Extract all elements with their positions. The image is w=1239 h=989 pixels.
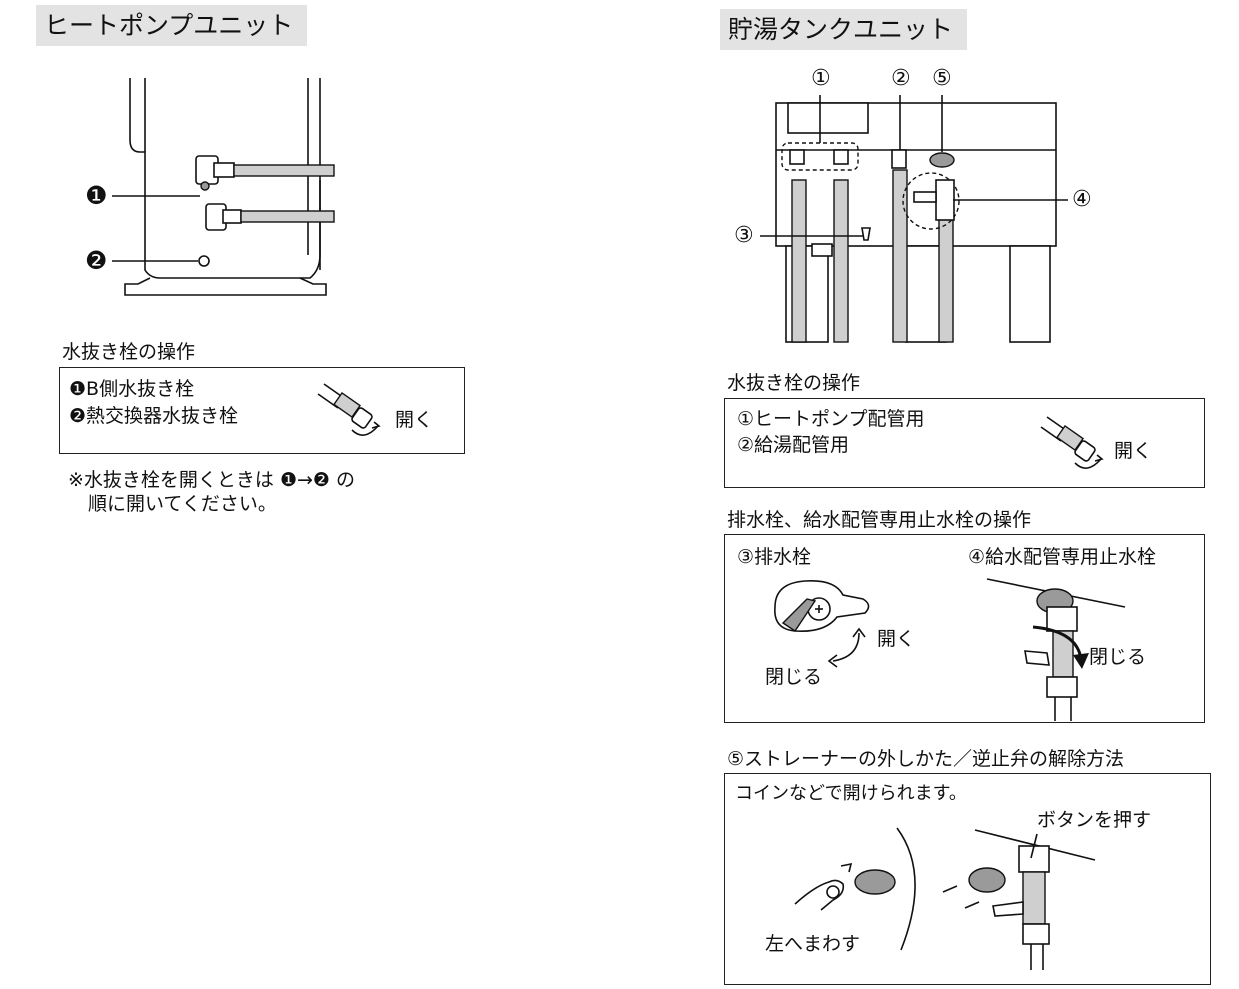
tank-label-2: ② (891, 66, 911, 91)
drain-item-hot-water-pipe: ②給湯配管用 (737, 434, 850, 456)
tank-label-4: ④ (1072, 187, 1092, 212)
stop-valve-illustration (986, 578, 1126, 721)
right-drain-heading: 水抜き栓の操作 (727, 372, 861, 394)
drain-cock-illustration (774, 579, 870, 668)
right-open-label: 開く (1114, 440, 1153, 462)
heat-pump-illustration (112, 78, 335, 296)
drain-valve-open-icon-2 (1040, 416, 1104, 469)
storage-tank-illustration (760, 95, 1068, 343)
left-drain-box: ❶B側水抜き栓 ❷熱交換器水抜き栓 開く (59, 367, 465, 454)
strainer-box: コインなどで開けられます。 ボタンを押す 左へまわす (724, 773, 1211, 985)
tank-label-1: ① (811, 66, 831, 91)
strainer-heading: ⑤ストレーナーの外しかた／逆止弁の解除方法 (727, 748, 1125, 770)
tank-label-3: ③ (734, 223, 754, 248)
stop-valve-close-label: 閉じる (1089, 646, 1147, 668)
drain-valve-open-icon (317, 383, 381, 436)
marker-2: ❷ (85, 246, 108, 275)
coin-note: コインなどで開けられます。 (735, 783, 967, 804)
right-drain-box: ①ヒートポンプ配管用 ②給湯配管用 開く (724, 398, 1205, 488)
marker-1: ❶ (85, 181, 108, 210)
tank-label-5: ⑤ (932, 66, 952, 91)
drain-order-note-line1: ※水抜き栓を開くときは ❶→❷ の (68, 469, 355, 491)
press-button-label: ボタンを押す (1037, 809, 1152, 831)
valve-box: ③排水栓 ④給水配管専用止水栓 開く 閉じる 閉じる (724, 534, 1205, 723)
turn-left-label: 左へまわす (765, 933, 861, 955)
heat-pump-unit-title: ヒートポンプユニット (36, 5, 308, 46)
drain-item-heat-exchanger: ❷熱交換器水抜き栓 (69, 405, 239, 427)
strainer-illustration (794, 827, 1096, 970)
drain-cock-close-label: 閉じる (765, 666, 823, 688)
drain-item-heat-pump-pipe: ①ヒートポンプ配管用 (737, 408, 925, 430)
drain-cock-label: ③排水栓 (737, 546, 812, 568)
valve-heading: 排水栓、給水配管専用止水栓の操作 (727, 509, 1032, 531)
drain-item-b-side: ❶B側水抜き栓 (69, 378, 195, 400)
left-open-label: 開く (395, 409, 434, 431)
drain-cock-open-label: 開く (877, 628, 916, 650)
stop-valve-label: ④給水配管専用止水栓 (968, 546, 1157, 568)
drain-order-note-line2: 順に開いてください。 (88, 493, 277, 515)
left-drain-heading: 水抜き栓の操作 (62, 341, 196, 363)
storage-tank-unit-title: 貯湯タンクユニット (720, 9, 968, 50)
